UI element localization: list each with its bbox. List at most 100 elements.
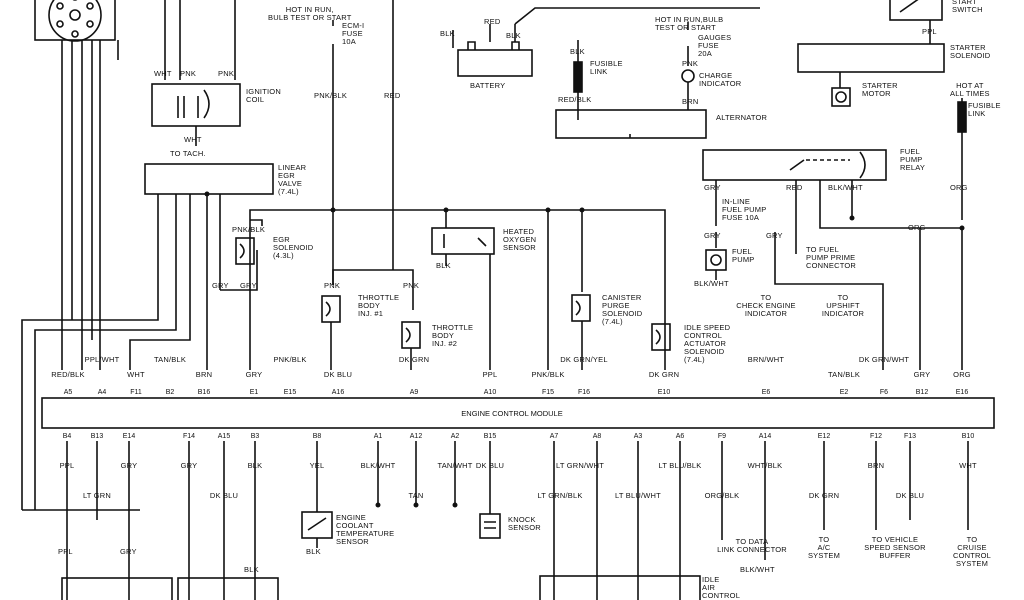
wire-label-bottom: WHT/BLK <box>747 461 783 470</box>
ecm-pin-bottom: A12 <box>409 433 423 440</box>
wire-label-bottom: GRY <box>120 461 138 470</box>
label-to-data-link: TO DATA LINK CONNECTOR <box>717 537 787 554</box>
wire-blk: BLK <box>306 547 321 556</box>
label-starter-motor: STARTER MOTOR <box>862 81 898 98</box>
ecm-pin-top: A4 <box>97 389 107 396</box>
wire-label-bottom: DK GRN <box>808 491 840 500</box>
wire-gry: GRY <box>766 231 783 240</box>
wire-label-bottom: BRN <box>867 461 885 470</box>
wire-label-top: DK GRN/WHT <box>858 355 910 364</box>
label-check-engine: TO CHECK ENGINE INDICATOR <box>736 293 796 318</box>
label-gauges-fuse: GAUGES FUSE 20A <box>698 33 732 58</box>
wire-label-top: DK GRN/YEL <box>560 355 608 364</box>
wire-label-top: GRY <box>913 370 931 379</box>
wire-label-bottom: GRY <box>180 461 198 470</box>
ecm-pin-top: F6 <box>879 389 889 396</box>
wire-label-top: WHT <box>127 370 145 379</box>
ecm-pin-bottom: B3 <box>250 433 260 440</box>
label-fuel-pump-relay: FUEL PUMP RELAY <box>900 147 926 172</box>
label-starter-solenoid: STARTER SOLENOID <box>950 43 991 60</box>
label-hot-run-gauges: HOT IN RUN,BULB TEST OR START <box>655 15 724 32</box>
wire-label-top: TAN/BLK <box>153 355 187 364</box>
wire-blk-wht: BLK/WHT <box>740 565 775 574</box>
wire-pnk: PNK <box>324 281 341 290</box>
fuel-pump-relay <box>702 149 887 181</box>
ecm-pin-top: A5 <box>63 389 73 396</box>
wire-label-bottom: LT BLU/BLK <box>658 461 702 470</box>
ecm-pin-bottom: F9 <box>717 433 727 440</box>
wire-label-bottom: PPL <box>59 461 75 470</box>
label-start-switch: START SWITCH <box>952 0 983 14</box>
wire-label-top: PNK/BLK <box>273 355 307 364</box>
label-to-ac: TO A/C SYSTEM <box>807 535 841 560</box>
label-idle-air: IDLE AIR CONTROL <box>702 575 741 600</box>
label-upshift: TO UPSHIFT INDICATOR <box>821 293 865 318</box>
label-charge-indicator: CHARGE INDICATOR <box>699 71 742 88</box>
wire-ppl: PPL <box>58 547 73 556</box>
label-throttle2: THROTTLE BODY INJ. #2 <box>432 323 474 348</box>
label-idle-speed: IDLE SPEED CONTROL ACTUATOR SOLENOID (7.… <box>684 323 731 364</box>
ecm-pin-bottom: A14 <box>758 433 772 440</box>
label-inline-fuse: IN-LINE FUEL PUMP FUSE 10A <box>722 197 767 222</box>
ecm-pin-top: F15 <box>541 389 555 396</box>
ecm-pin-bottom: E12 <box>817 433 831 440</box>
label-ecm-fuse: ECM-I FUSE 10A <box>342 21 365 46</box>
ecm-pin-bottom: A7 <box>549 433 559 440</box>
wire-label-bottom: WHT <box>959 461 977 470</box>
label-ignition-coil: IGNITION COIL <box>246 87 281 104</box>
label-throttle1: THROTTLE BODY INJ. #1 <box>358 293 400 318</box>
wire-label-top: DK BLU <box>323 370 353 379</box>
wire-label-top: BRN <box>195 370 213 379</box>
wire-gry: GRY <box>704 183 721 192</box>
wire-blk-wht: BLK/WHT <box>828 183 863 192</box>
label-ect-sensor: ENGINE COOLANT TEMPERATURE SENSOR <box>336 513 395 546</box>
wire-wht: WHT <box>184 135 202 144</box>
ecm-pin-bottom: A8 <box>592 433 602 440</box>
wire-gry: GRY <box>240 281 257 290</box>
wire-label-bottom: BLK/WHT <box>360 461 396 470</box>
ecm-pin-bottom: B4 <box>62 433 72 440</box>
wire-red: RED <box>786 183 803 192</box>
wire-label-top: GRY <box>245 370 263 379</box>
starter-solenoid <box>797 43 945 73</box>
ecm-pin-top: E2 <box>839 389 849 396</box>
ecm-pin-bottom: A3 <box>633 433 643 440</box>
wire-gry: GRY <box>120 547 137 556</box>
label-to-vss: TO VEHICLE SPEED SENSOR BUFFER <box>864 535 926 560</box>
label-to-cruise: TO CRUISE CONTROL SYSTEM <box>952 535 992 568</box>
wire-label-top: ORG <box>953 370 971 379</box>
ecm-pin-top: B16 <box>197 389 211 396</box>
ecm-pin-bottom: E14 <box>122 433 136 440</box>
wire-label-bottom: LT BLU/WHT <box>615 491 661 500</box>
ecm-title: ENGINE CONTROL MODULE <box>461 409 563 418</box>
wire-label-bottom: LT GRN/WHT <box>556 461 604 470</box>
wire-pnk: PNK <box>682 59 699 68</box>
ecm-pin-bottom: F13 <box>903 433 917 440</box>
wire-blk: BLK <box>436 261 451 270</box>
wire-blk-wht: BLK/WHT <box>694 279 729 288</box>
wire-org: ORG <box>950 183 968 192</box>
label-to-tach: TO TACH. <box>170 149 206 158</box>
ecm-pin-top: B2 <box>165 389 175 396</box>
ecm-pin-top: F16 <box>577 389 591 396</box>
wire-ppl: PPL <box>922 27 937 36</box>
ecm-pin-top: E16 <box>955 389 969 396</box>
label-hot-run-bulb: HOT IN RUN, BULB TEST OR START <box>268 5 352 22</box>
ecm-pin-bottom: F14 <box>182 433 196 440</box>
ecm-pin-bottom: B8 <box>312 433 322 440</box>
wire-label-bottom: LT GRN <box>82 491 112 500</box>
battery <box>457 49 533 77</box>
ecm-pin-top: A16 <box>331 389 345 396</box>
wire-blk: BLK <box>440 29 455 38</box>
ecm-pin-bottom: A1 <box>373 433 383 440</box>
wire-label-bottom: ORG/BLK <box>704 491 740 500</box>
wire-blk: BLK <box>506 31 521 40</box>
ignition-coil <box>151 83 241 127</box>
ecm-pin-top: F11 <box>130 389 142 396</box>
label-fuel-pump: FUEL PUMP <box>732 247 755 264</box>
wire-pnk: PNK <box>218 69 235 78</box>
ecm-pin-top: E6 <box>761 389 771 396</box>
ecm-pin-bottom: B13 <box>90 433 104 440</box>
wire-label-bottom: LT GRN/BLK <box>537 491 583 500</box>
